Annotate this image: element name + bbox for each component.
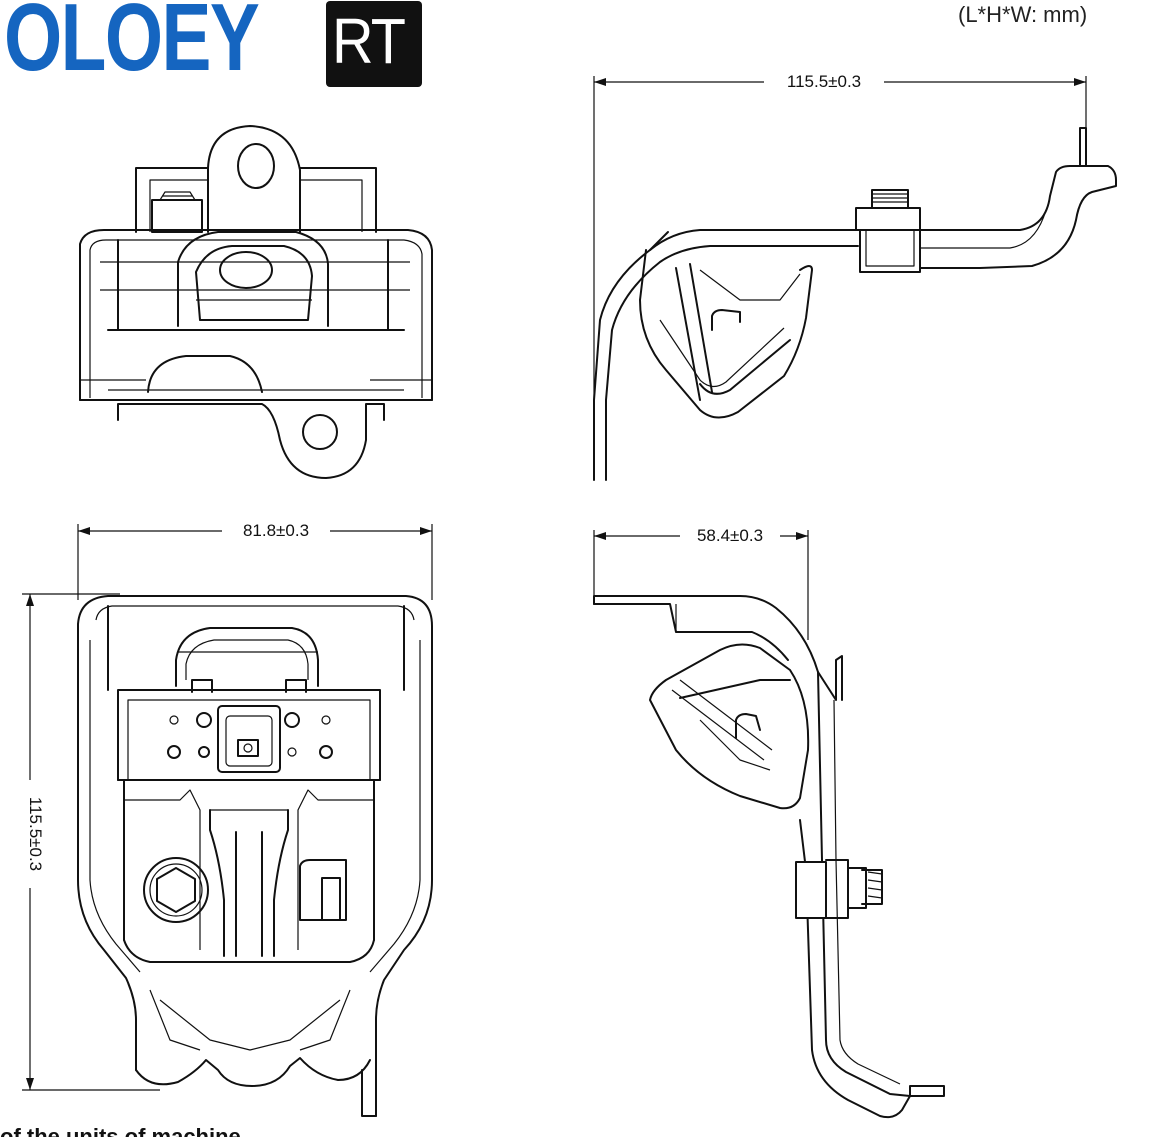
dim-front-width: 81.8±0.3 — [243, 521, 309, 540]
brand-logo: OLOEY RT — [4, 0, 424, 92]
logo-box: RT — [326, 1, 422, 87]
dim-front-height: 115.5±0.3 — [26, 797, 45, 871]
logo-box-text: RT — [332, 5, 406, 77]
dim-end-width: 58.4±0.3 — [697, 526, 763, 545]
view-front: 81.8±0.3 115.5±0.3 — [19, 519, 433, 1117]
logo-text: OLOEY — [4, 0, 260, 91]
view-side: 115.5±0.3 — [593, 70, 1117, 481]
dim-side-length: 115.5±0.3 — [787, 72, 861, 91]
view-end: 58.4±0.3 — [593, 524, 945, 1119]
units-label: (L*H*W: mm) — [958, 2, 1088, 27]
view-top — [79, 125, 433, 479]
footer-text: of the units of machine — [0, 1124, 241, 1137]
